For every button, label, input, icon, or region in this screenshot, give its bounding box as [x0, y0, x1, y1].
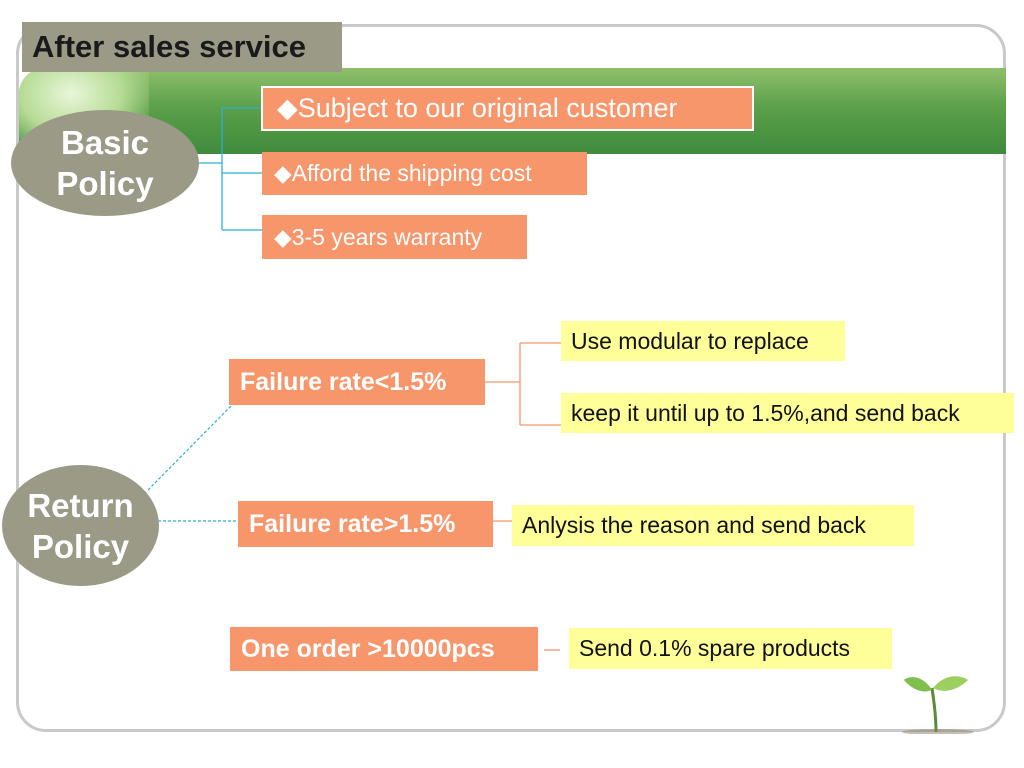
return-connector-1 [147, 404, 233, 491]
basic-policy-label: Basic Policy [56, 124, 154, 202]
condition-large-order: One order >10000pcs [230, 627, 538, 671]
condition-failure-low: Failure rate<1.5% [229, 359, 485, 405]
action-spare-products: Send 0.1% spare products [569, 628, 892, 669]
basic-item-shipping-cost: ◆Afford the shipping cost [262, 152, 587, 195]
basic-policy-node: Basic Policy [11, 110, 199, 216]
sprout-icon [902, 676, 974, 734]
action-modular-replace: Use modular to replace [561, 321, 845, 361]
return-policy-label: Return Policy [27, 486, 134, 565]
action-keep-send-back: keep it until up to 1.5%,and send back [561, 393, 1014, 433]
action-analysis-send-back: Anlysis the reason and send back [512, 505, 914, 546]
basic-item-warranty: ◆3-5 years warranty [262, 215, 527, 259]
slide-title: After sales service [22, 22, 342, 72]
failure-low-bracket [485, 342, 561, 426]
basic-bracket [197, 107, 262, 231]
condition-failure-high: Failure rate>1.5% [238, 501, 493, 547]
return-policy-node: Return Policy [2, 465, 159, 586]
basic-item-original-customer: ◆Subject to our original customer [261, 86, 754, 131]
